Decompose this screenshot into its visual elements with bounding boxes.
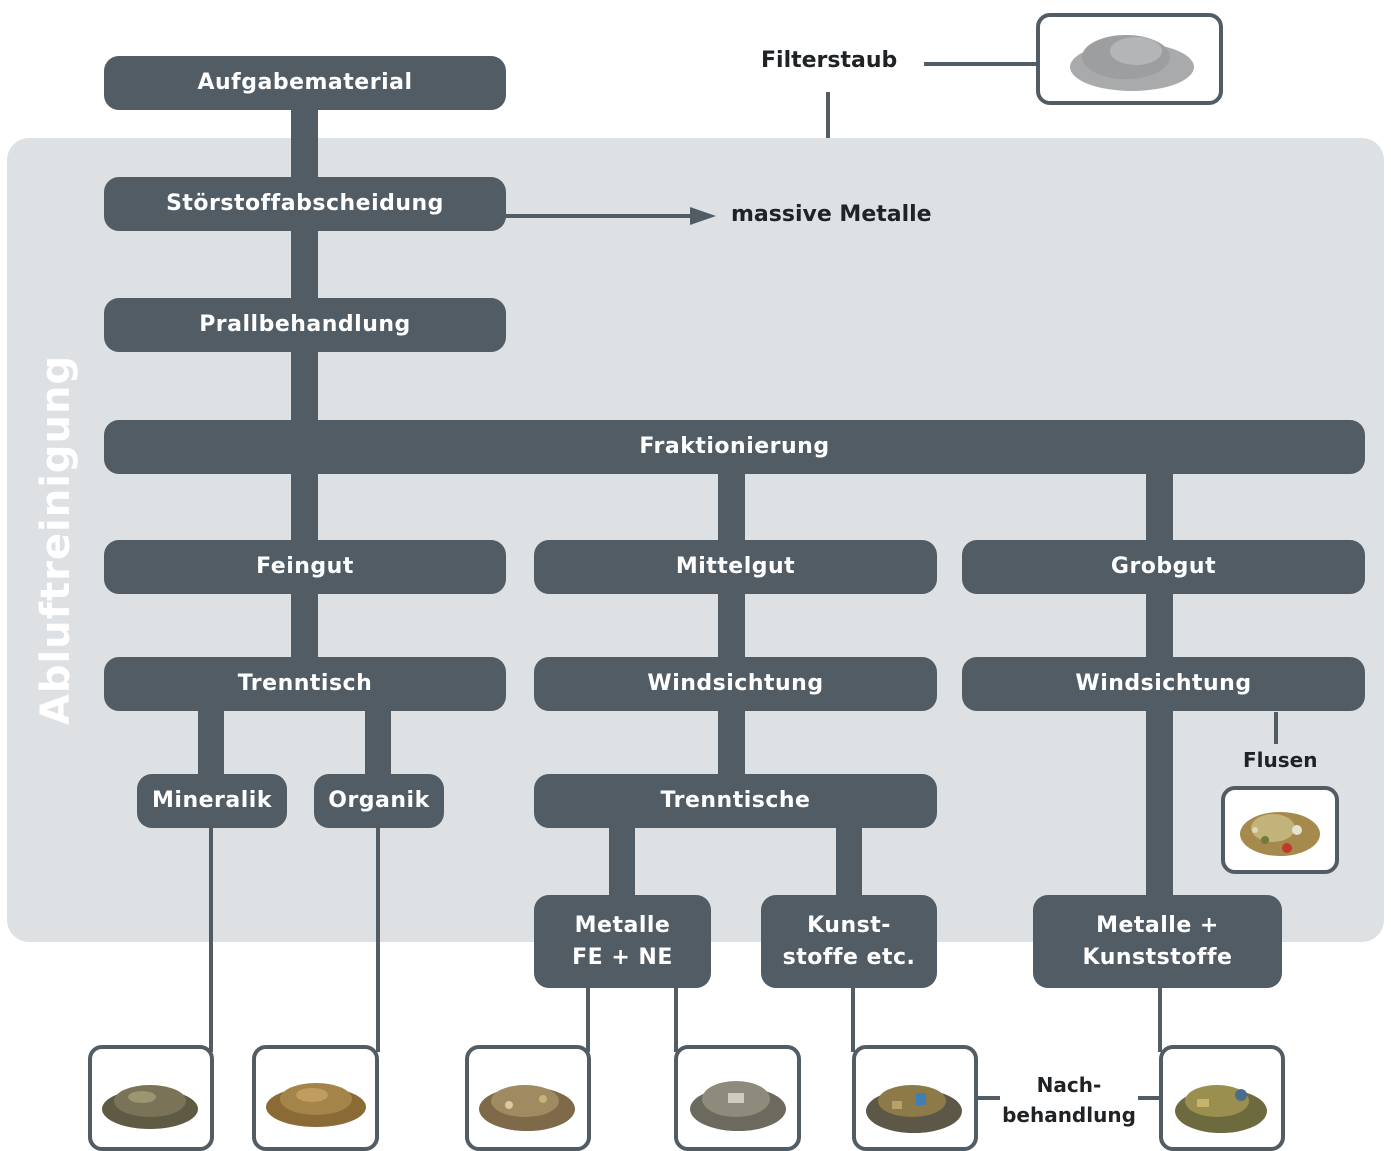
node-prallbehandlung-label: Prallbehandlung <box>199 312 411 338</box>
flusen-photo <box>1221 786 1339 874</box>
connector-mineralik <box>198 709 224 777</box>
filterstaub-label: Filterstaub <box>761 48 898 73</box>
metalle-kunststoffe-photo <box>1159 1045 1285 1151</box>
connector-organik <box>365 709 391 777</box>
mineralik-photo <box>88 1045 214 1151</box>
node-mittelgut: Mittelgut <box>534 540 937 594</box>
node-fraktionierung: Fraktionierung <box>104 420 1365 474</box>
metalle-fe-ne-photo-b <box>674 1045 801 1151</box>
nachbehandlung-label: Nach- behandlung <box>1002 1073 1136 1127</box>
node-organik-label: Organik <box>328 788 430 814</box>
connector-mittelgut-windsichtung <box>718 592 745 660</box>
node-prallbehandlung: Prallbehandlung <box>104 298 506 352</box>
node-mineralik: Mineralik <box>137 774 287 828</box>
connector-grobgut <box>1146 472 1173 542</box>
metalle-fe-ne-photo-a <box>465 1045 591 1151</box>
flusen-label: Flusen <box>1243 748 1318 772</box>
connector-metalle-fe-ne <box>609 826 635 898</box>
connector-metalle-kunststoffe <box>1146 709 1173 899</box>
node-windsichtung-mittelgut-label: Windsichtung <box>647 671 824 697</box>
node-grobgut: Grobgut <box>962 540 1365 594</box>
node-stoerstoffabscheidung-label: Störstoffabscheidung <box>166 191 444 217</box>
node-aufgabematerial: Aufgabematerial <box>104 56 506 110</box>
node-feingut-label: Feingut <box>256 554 354 580</box>
node-windsichtung-grobgut: Windsichtung <box>962 657 1365 711</box>
node-kunststoffe: Kunst- stoffe etc. <box>761 895 937 988</box>
filterstaub-photo <box>1036 13 1223 105</box>
organik-photo <box>252 1045 379 1151</box>
connector-grobgut-windsichtung <box>1146 592 1173 660</box>
node-fraktionierung-label: Fraktionierung <box>639 434 830 460</box>
connector-trenntische <box>718 709 745 777</box>
node-aufgabematerial-label: Aufgabematerial <box>197 70 413 96</box>
connector-kunststoffe <box>836 826 862 898</box>
node-windsichtung-mittelgut: Windsichtung <box>534 657 937 711</box>
node-trenntische: Trenntische <box>534 774 937 828</box>
arrowhead-massive-metalle <box>690 207 716 225</box>
connector-feingut-trenntisch <box>291 592 318 660</box>
node-kunststoffe-label: Kunst- stoffe etc. <box>782 912 916 970</box>
massive-metalle-label: massive Metalle <box>731 202 932 227</box>
node-feingut: Feingut <box>104 540 506 594</box>
node-organik: Organik <box>314 774 444 828</box>
connector-trunk <box>291 108 318 423</box>
node-mittelgut-label: Mittelgut <box>675 554 796 580</box>
kunststoffe-photo <box>852 1045 978 1151</box>
connector-mittelgut <box>718 472 745 542</box>
node-trenntisch-label: Trenntisch <box>237 671 373 697</box>
connector-feingut <box>291 472 318 542</box>
node-grobgut-label: Grobgut <box>1110 554 1217 580</box>
node-metalle-kunststoffe-label: Metalle + Kunststoffe <box>1082 912 1233 970</box>
node-mineralik-label: Mineralik <box>152 788 272 814</box>
node-stoerstoffabscheidung: Störstoffabscheidung <box>104 177 506 231</box>
node-trenntische-label: Trenntische <box>660 788 811 814</box>
node-trenntisch: Trenntisch <box>104 657 506 711</box>
node-windsichtung-grobgut-label: Windsichtung <box>1075 671 1252 697</box>
node-metalle-fe-ne: Metalle FE + NE <box>534 895 711 988</box>
node-metalle-kunststoffe: Metalle + Kunststoffe <box>1033 895 1282 988</box>
node-metalle-fe-ne-label: Metalle FE + NE <box>572 912 673 970</box>
